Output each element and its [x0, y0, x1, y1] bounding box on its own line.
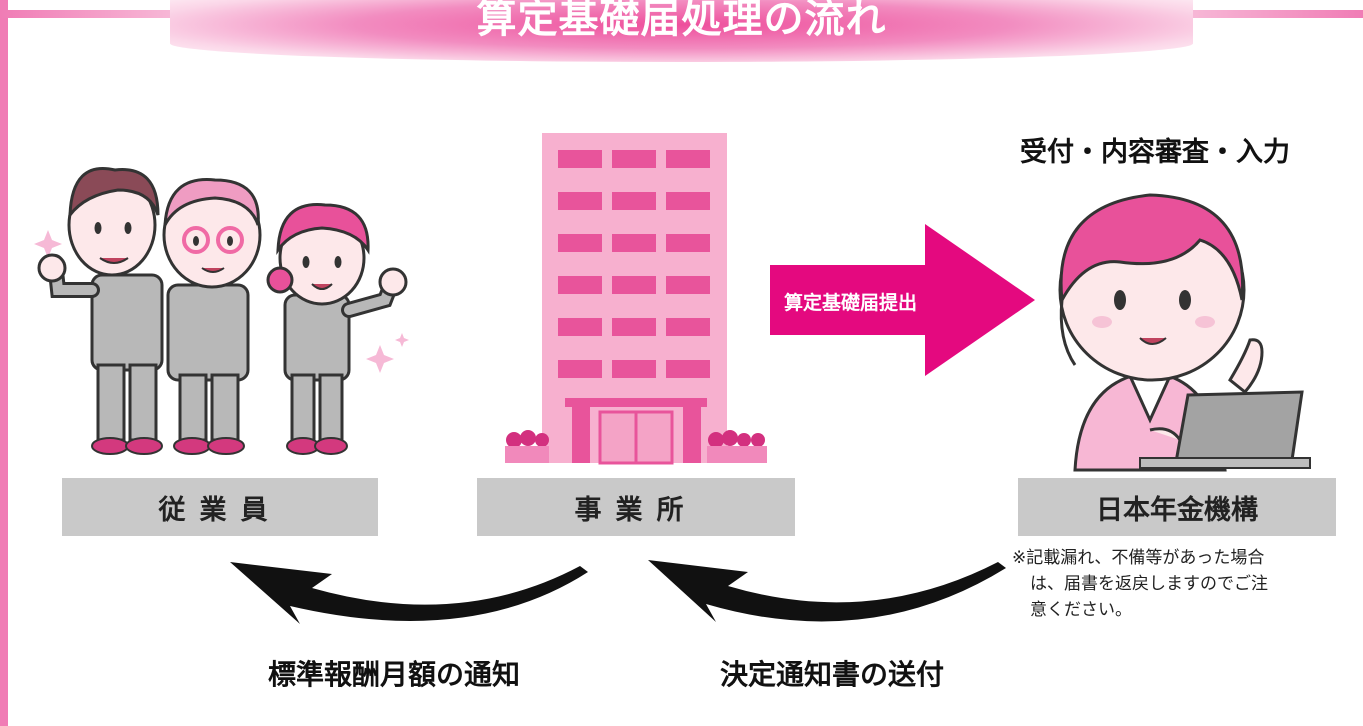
pension-organization-label: 日本年金機構 [1018, 478, 1336, 536]
office-label: 事業所 [477, 478, 795, 536]
note-line-3: 意ください。 [1030, 600, 1132, 620]
pension-staff-icon [1058, 193, 1311, 472]
employees-label: 従業員 [62, 478, 378, 536]
flow-label-to-employees: 標準報酬月額の通知 [268, 658, 521, 691]
title-banner [170, 0, 1193, 62]
return-note: ※記載漏れ、不備等があった場合 は、届書を返戻しますのでご注 意ください。 [1012, 545, 1352, 623]
return-arrow-to-office-icon [648, 560, 1006, 622]
workers-illustration-icon [34, 167, 409, 455]
frame-top-left-border [0, 10, 170, 18]
office-building-icon [505, 133, 767, 465]
page-title: 算定基礎届処理の流れ [476, 0, 887, 42]
frame-top-right-border [1193, 10, 1363, 18]
note-line-2: は、届書を返戻しますのでご注 [1030, 574, 1268, 594]
frame-left-border [0, 0, 8, 726]
note-line-1: ※記載漏れ、不備等があった場合 [1012, 548, 1265, 568]
flow-label-to-office: 決定通知書の送付 [720, 658, 945, 691]
reception-label: 受付・内容審査・入力 [1020, 137, 1290, 168]
submit-label: 算定基礎届提出 [784, 292, 918, 314]
submit-arrow-icon [770, 224, 1035, 376]
return-arrow-to-employees-icon [230, 562, 588, 624]
